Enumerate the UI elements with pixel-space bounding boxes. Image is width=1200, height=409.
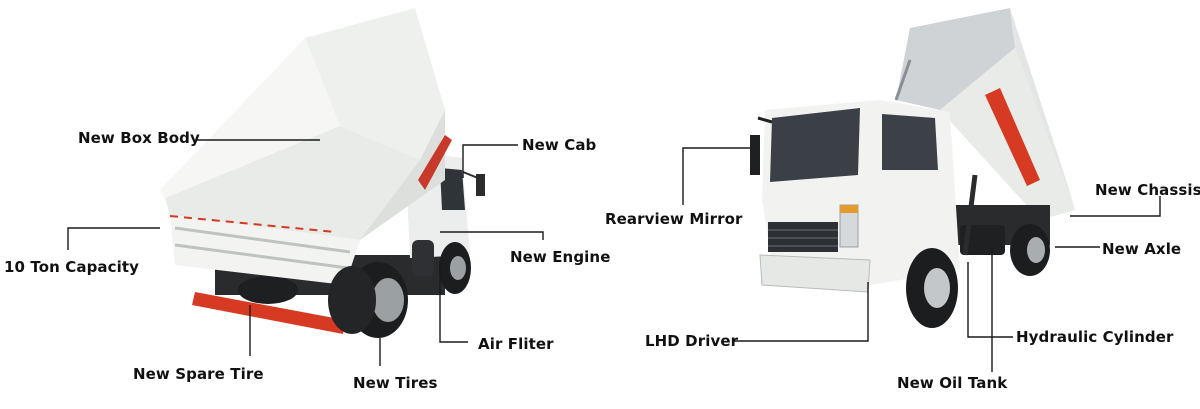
- label-chassis: New Chassis: [1095, 181, 1200, 199]
- label-hydraulic-cylinder: Hydraulic Cylinder: [1016, 328, 1174, 346]
- label-cab: New Cab: [522, 136, 597, 154]
- left-truck: [160, 8, 485, 338]
- callout-lines: [67, 139, 1161, 372]
- label-rearview-mirror: Rearview Mirror: [605, 210, 743, 228]
- label-oil-tank: New Oil Tank: [897, 374, 1008, 392]
- label-lhd-driver: LHD Driver: [645, 332, 739, 350]
- label-air-filter: Air Fliter: [478, 335, 554, 353]
- right-truck: [750, 8, 1075, 328]
- label-spare-tire: New Spare Tire: [133, 365, 264, 383]
- label-capacity: 10 Ton Capacity: [4, 258, 140, 276]
- label-tires: New Tires: [353, 374, 438, 392]
- label-axle: New Axle: [1102, 240, 1182, 258]
- label-box-body: New Box Body: [78, 129, 200, 147]
- label-engine: New Engine: [510, 248, 611, 266]
